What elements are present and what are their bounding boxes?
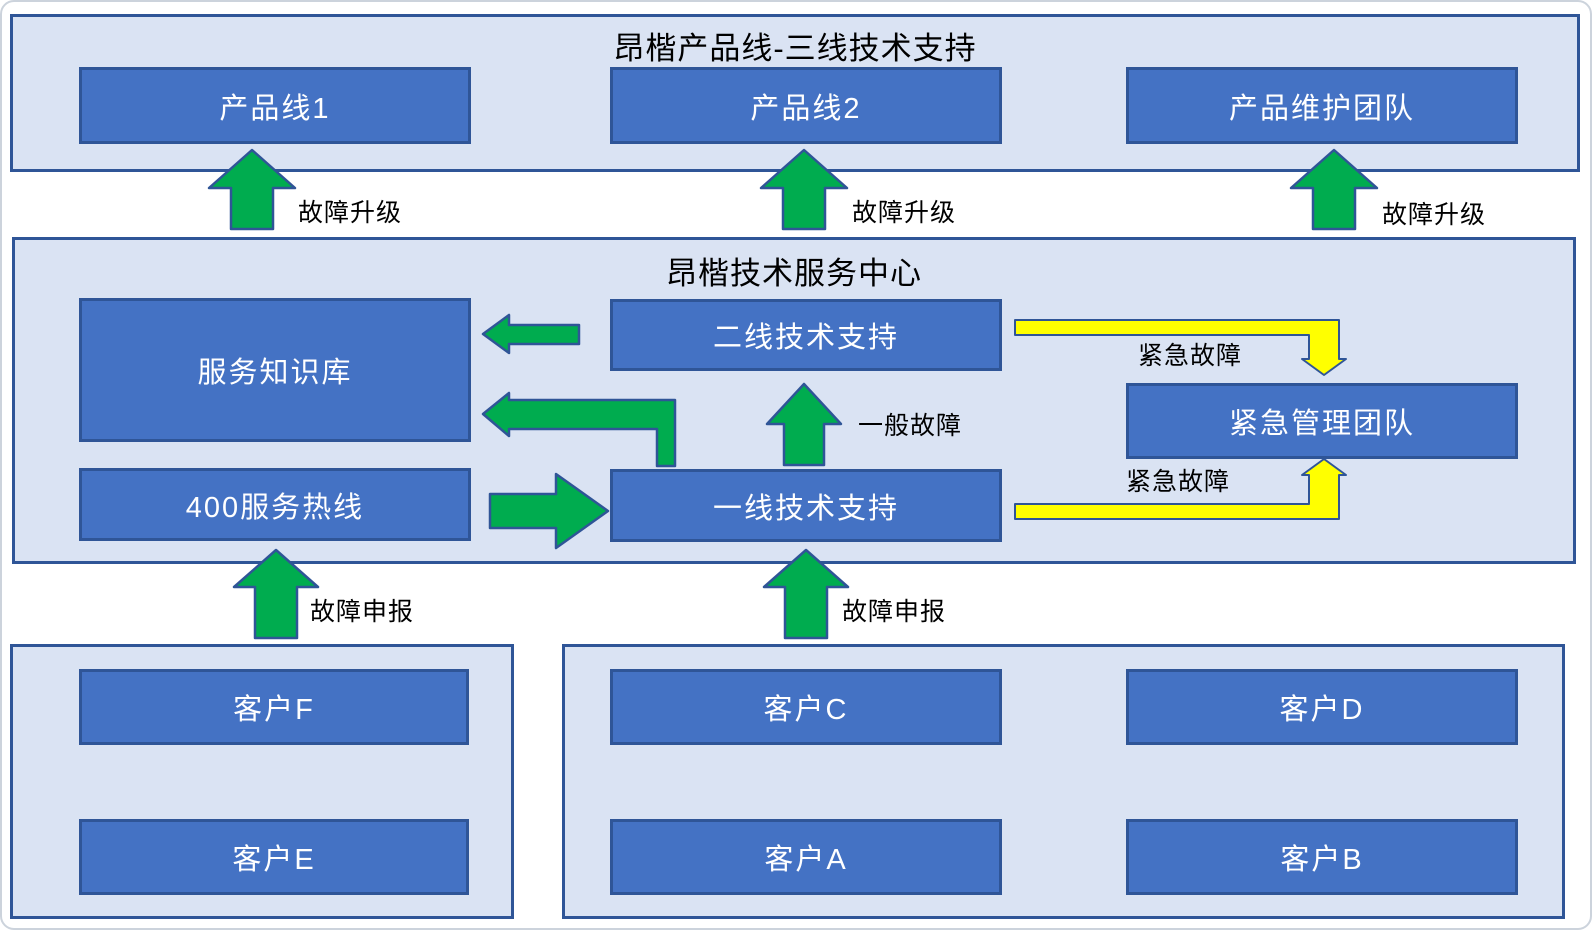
node-customer-a: 客户A <box>610 819 1002 895</box>
node-product-line-2: 产品线2 <box>610 67 1002 144</box>
node-customer-d: 客户D <box>1126 669 1518 745</box>
label-fault-report-mid: 故障申报 <box>842 598 947 626</box>
label-fault-escalation-right: 故障升级 <box>1382 201 1487 229</box>
label-general-fault: 一般故障 <box>858 412 963 440</box>
node-customer-e: 客户E <box>79 819 469 895</box>
arrow-secondline-to-kb <box>481 313 581 355</box>
label-fault-escalation-left: 故障升级 <box>298 199 403 227</box>
arrow-hotline-to-firstline <box>488 472 610 550</box>
node-second-line-support: 二线技术支持 <box>610 299 1002 371</box>
label-fault-escalation-mid: 故障升级 <box>852 199 957 227</box>
label-urgent-fault-top: 紧急故障 <box>1138 342 1243 370</box>
node-customer-f: 客户F <box>79 669 469 745</box>
node-customer-b: 客户B <box>1126 819 1518 895</box>
product-lines-title: 昂楷产品线-三线技术支持 <box>613 31 977 66</box>
node-customer-c: 客户C <box>610 669 1002 745</box>
arrow-general-fault-up <box>765 382 843 467</box>
arrow-fault-escalation-right <box>1289 148 1379 231</box>
arrow-urgent-firstline <box>1014 458 1347 520</box>
arrow-firstline-to-kb <box>481 391 677 468</box>
arrow-fault-report-left <box>232 548 320 640</box>
arrow-fault-escalation-mid <box>759 148 849 231</box>
arrow-fault-escalation-left <box>207 148 297 231</box>
node-product-line-1: 产品线1 <box>79 67 471 144</box>
label-urgent-fault-bottom: 紧急故障 <box>1126 468 1231 496</box>
node-emergency-team: 紧急管理团队 <box>1126 383 1518 459</box>
node-knowledge-base: 服务知识库 <box>79 298 471 442</box>
node-400-hotline: 400服务热线 <box>79 468 471 541</box>
node-first-line-support: 一线技术支持 <box>610 469 1002 542</box>
label-fault-report-left: 故障申报 <box>310 598 415 626</box>
arrow-urgent-secondline <box>1014 319 1347 376</box>
node-product-maintenance-team: 产品维护团队 <box>1126 67 1518 144</box>
service-center-title: 昂楷技术服务中心 <box>666 256 922 291</box>
arrow-fault-report-mid <box>762 548 850 640</box>
